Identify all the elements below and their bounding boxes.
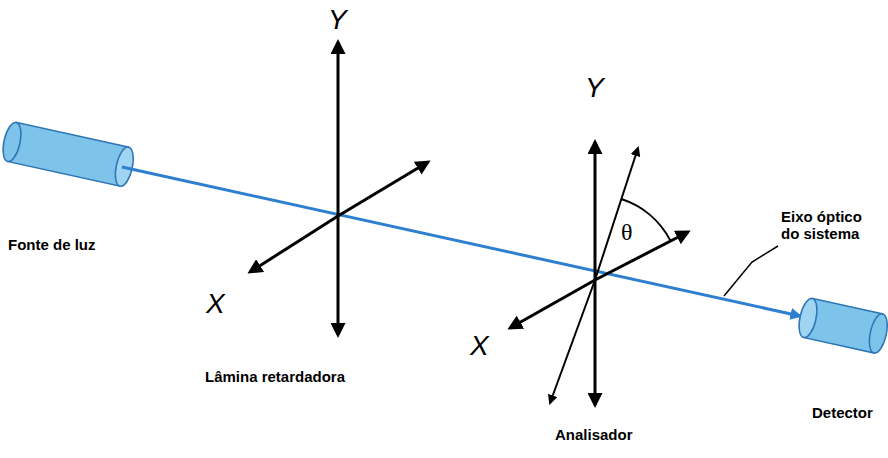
- axis-note: Eixo óptico do sistema: [781, 208, 881, 243]
- retarder-axes: [250, 42, 428, 335]
- axis-label: X: [206, 288, 225, 320]
- axis-label: X: [470, 330, 489, 362]
- axis-label: Y: [585, 72, 604, 104]
- axis-label: Y: [328, 4, 347, 36]
- part-name: Fonte de luz: [8, 236, 96, 253]
- part-name: Analisador: [555, 426, 633, 443]
- polarizer-axis: [550, 148, 638, 403]
- part-name: Detector: [812, 404, 873, 421]
- angle-label: θ: [621, 219, 633, 247]
- light-source: [0, 121, 136, 188]
- detector: [796, 297, 888, 355]
- leader-line: [724, 246, 778, 296]
- analyzer-axes: [510, 142, 688, 405]
- part-name: Lâmina retardadora: [205, 368, 345, 385]
